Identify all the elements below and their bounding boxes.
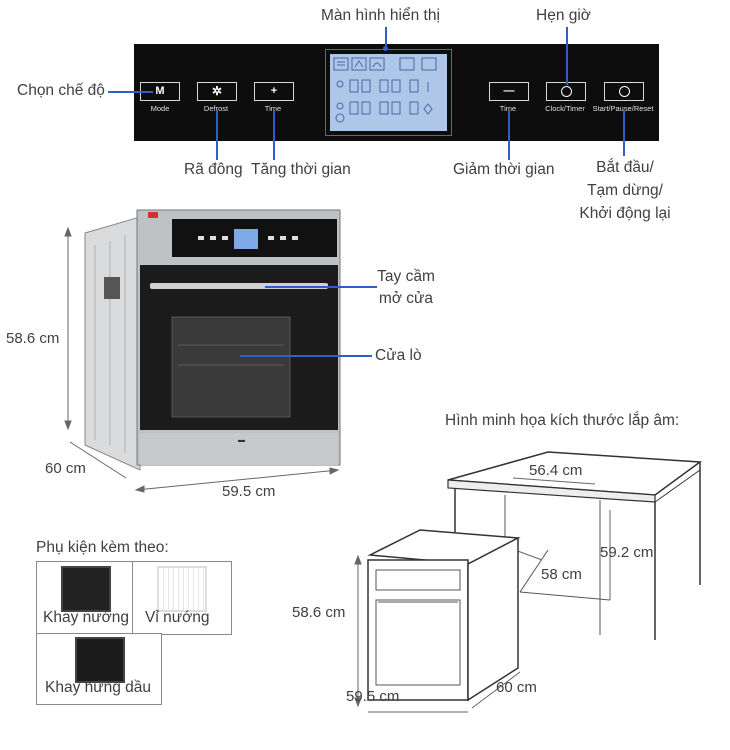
minus-icon: — — [503, 85, 515, 97]
mode-caption: Mode — [150, 104, 170, 113]
start-label-2: Tạm dừng/ — [587, 182, 663, 199]
accessory-baking-tray: Khay nướng — [36, 561, 134, 635]
display-leader — [385, 27, 387, 49]
door-handle — [150, 283, 328, 289]
decrease-leader — [508, 110, 510, 160]
start-caption: Start/Pause/Reset — [592, 104, 654, 113]
timer-label: Hẹn giờ — [536, 7, 591, 24]
oven-dimension-lines — [64, 226, 340, 493]
control-panel: M Mode ✲ Defrost + Time — [134, 44, 659, 141]
decrease-time-label: Giảm thời gian — [453, 161, 555, 178]
power-icon — [618, 86, 630, 97]
start-label-3: Khởi động lại — [579, 205, 671, 222]
increase-time-label: Tăng thời gian — [251, 161, 351, 178]
snowflake-icon: ✲ — [211, 84, 223, 98]
oven-illustration: ▬ — [84, 209, 341, 471]
oven-depth-label: 60 cm — [45, 460, 86, 477]
oven-width-label: 59.5 cm — [222, 483, 276, 500]
accessories-title: Phụ kiện kèm theo: — [36, 539, 169, 556]
time-plus-button[interactable]: + — [254, 82, 294, 101]
start-pause-reset-button[interactable] — [604, 82, 644, 101]
defrost-label: Rã đông — [184, 161, 243, 178]
defrost-caption: Defrost — [203, 104, 229, 113]
accessory-drip-pan: Khay hứng dầu — [36, 633, 162, 705]
lcd-screen — [330, 54, 447, 131]
defrost-button[interactable]: ✲ — [197, 82, 237, 101]
mode-leader — [108, 91, 153, 93]
cabinet-width-label: 56.4 cm — [529, 462, 583, 479]
svg-text:▬: ▬ — [238, 437, 245, 444]
lcd-segments — [333, 57, 437, 123]
install-oven-width-label: 59.5 cm — [346, 688, 400, 705]
door-leader — [240, 355, 372, 357]
handle-label-1: Tay cầm — [377, 268, 435, 285]
plus-icon: + — [270, 85, 278, 97]
clock-icon — [560, 86, 572, 97]
accessory-grill-rack: Vỉ nướng — [132, 561, 232, 635]
time-minus-caption: Time — [499, 104, 517, 113]
oven-height-label: 58.6 cm — [6, 330, 60, 347]
start-label-1: Bắt đầu/ — [596, 159, 654, 176]
install-oven-height-label: 58.6 cm — [292, 604, 346, 621]
time-plus-caption: Time — [264, 104, 282, 113]
handle-leader — [265, 286, 377, 288]
accessory-label: Vỉ nướng — [145, 609, 210, 626]
install-oven-depth-label: 60 cm — [496, 679, 537, 696]
install-title: Hình minh họa kích thước lắp âm: — [445, 412, 680, 429]
cabinet-height-label: 59.2 cm — [600, 544, 654, 561]
accessory-label: Khay nướng — [43, 609, 130, 626]
timer-leader — [566, 27, 568, 85]
accessory-label: Khay hứng dầu — [45, 679, 152, 696]
increase-leader — [273, 110, 275, 160]
defrost-leader — [216, 110, 218, 160]
door-label: Cửa lò — [375, 347, 422, 364]
display-label: Màn hình hiển thị — [321, 7, 440, 24]
grill-rack-image — [157, 566, 207, 612]
drip-pan-image — [75, 637, 125, 683]
baking-tray-image — [61, 566, 111, 612]
install-diagram — [354, 451, 703, 713]
display-leader-dot — [383, 46, 388, 51]
mode-label: Chọn chế độ — [17, 82, 105, 99]
time-minus-button[interactable]: — — [489, 82, 529, 101]
lcd-display — [325, 49, 452, 136]
cabinet-depth-label: 58 cm — [541, 566, 582, 583]
start-leader — [623, 110, 625, 156]
clock-timer-caption: Clock/Timer — [545, 104, 585, 113]
handle-label-2: mở cửa — [378, 290, 434, 307]
